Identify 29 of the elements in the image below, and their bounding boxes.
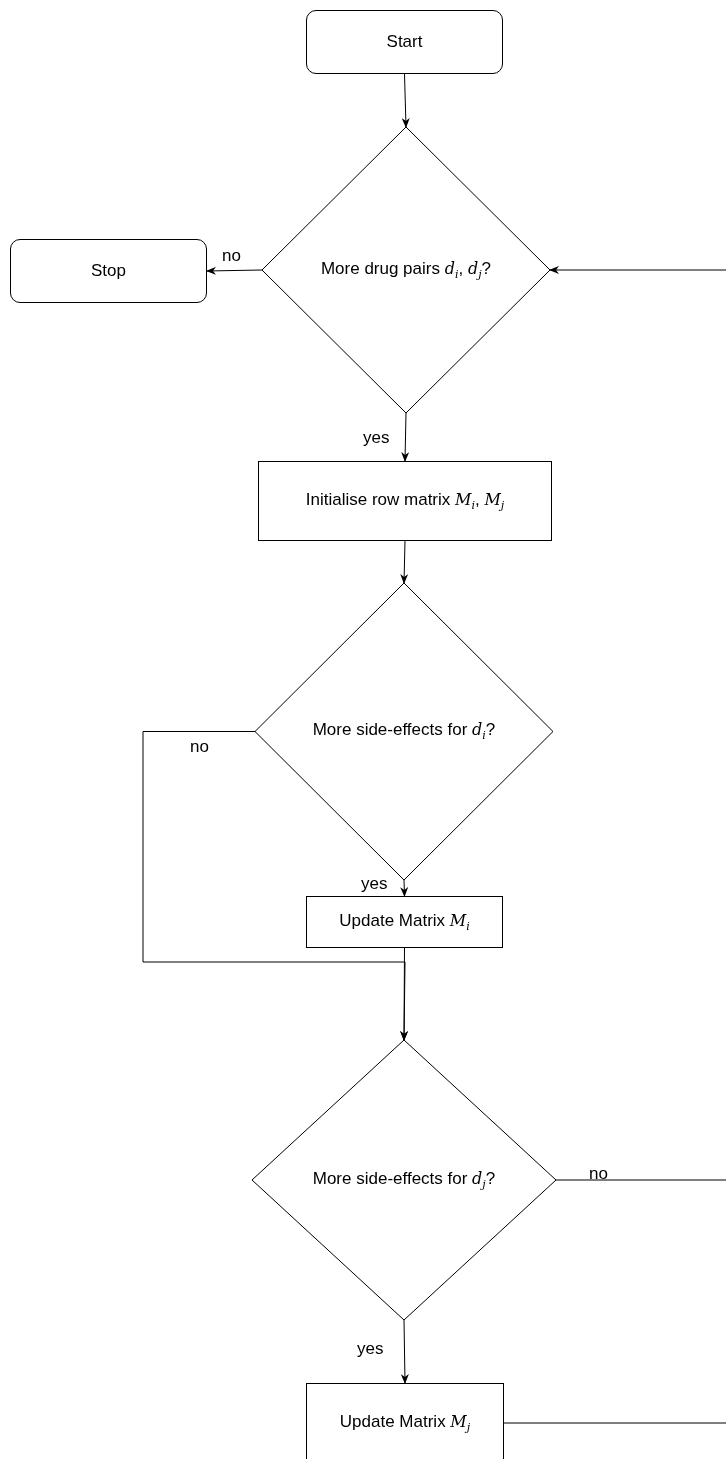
connector-line <box>555 1179 726 1181</box>
edge-label: yes <box>363 428 390 448</box>
arrow <box>549 266 726 274</box>
connector-line <box>503 1422 726 1424</box>
arrow <box>400 1319 409 1384</box>
node-text: Start <box>386 32 423 52</box>
edge-label: no <box>222 246 241 266</box>
node-text: Initialise row matrix M$_{i}$, M$_{j}$ <box>305 489 505 513</box>
terminal-box <box>306 10 503 74</box>
node-text: Update Matrix M$_{j}$ <box>339 1412 471 1435</box>
node-text: More drug pairs d$_{i}$, d$_{j}$? <box>320 258 492 282</box>
process-box <box>306 1383 504 1459</box>
edge-label: no <box>589 1164 608 1184</box>
process-box <box>258 461 552 541</box>
edge-label: yes <box>357 1339 384 1359</box>
arrow <box>400 947 409 1041</box>
edge-label: no <box>190 737 209 757</box>
node-text: Update Matrix M$_{i}$ <box>339 910 470 934</box>
arrow <box>401 412 410 462</box>
arrow <box>206 266 263 275</box>
terminal-box <box>10 239 207 303</box>
edge-label: yes <box>361 874 388 894</box>
node-text: Stop <box>91 261 126 281</box>
arrow <box>400 879 409 897</box>
process-box <box>306 896 503 948</box>
arrow <box>401 73 410 128</box>
node-text: More side-effects for d$_{i}$? <box>312 720 496 743</box>
node-text: More side-effects for d$_{j}$? <box>312 1168 496 1192</box>
arrow <box>400 540 409 584</box>
